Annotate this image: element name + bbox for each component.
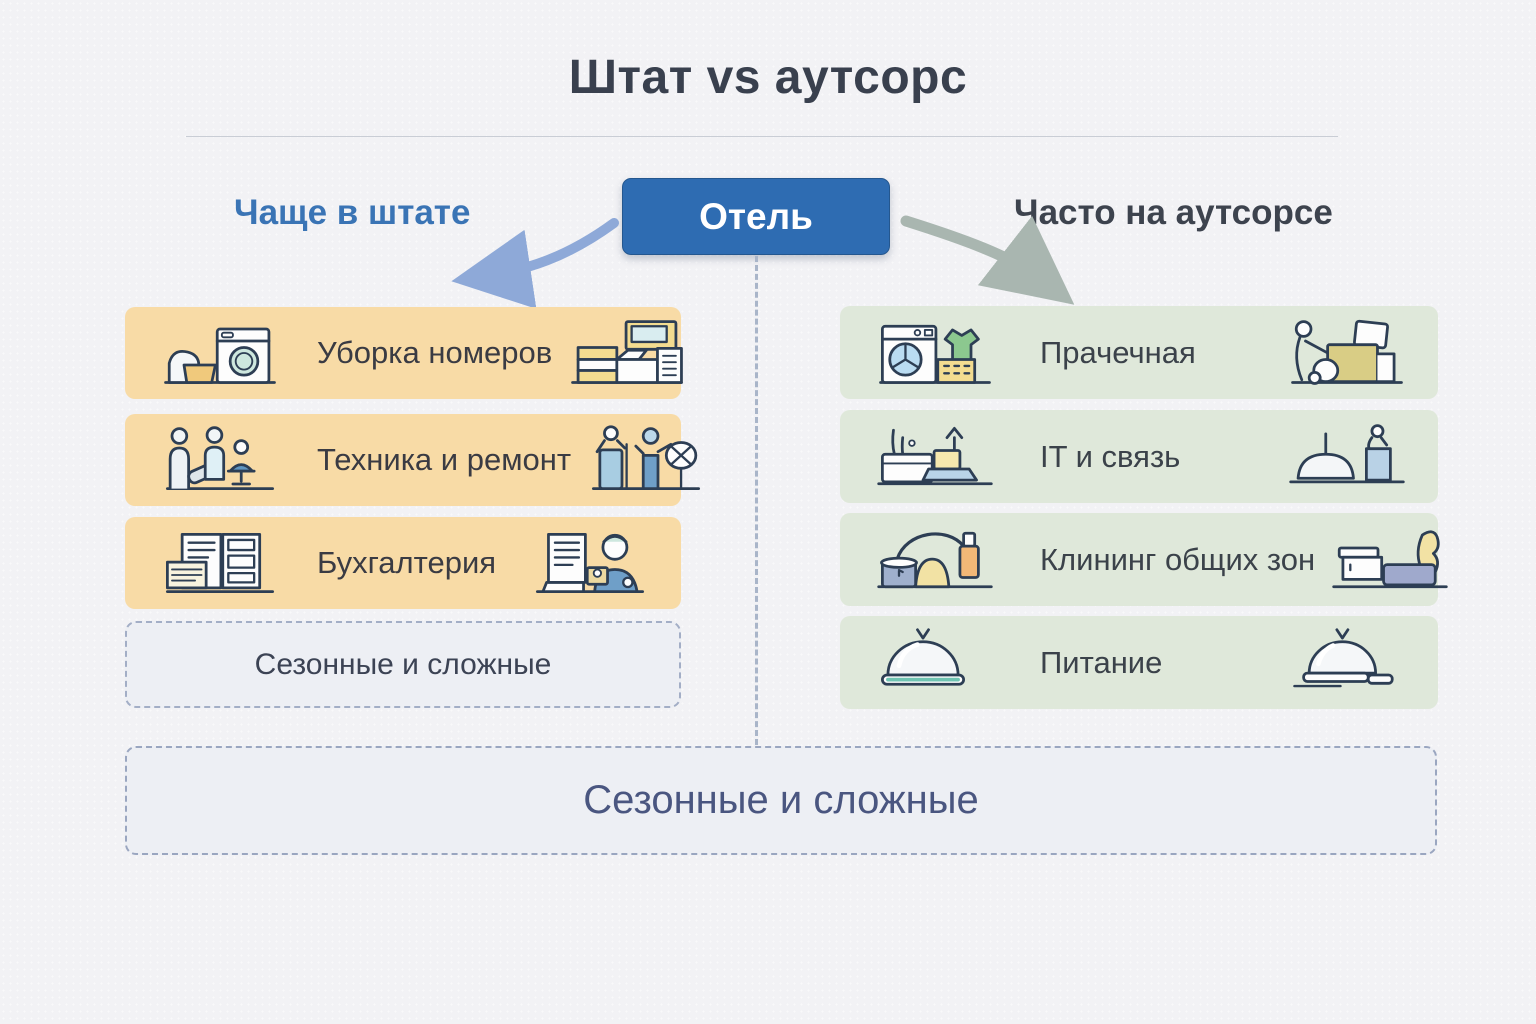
- hotel-dashed-connector: [755, 256, 758, 745]
- seasonal-note-bottom: Сезонные и сложные: [125, 746, 1437, 855]
- washing-machine-icon: [149, 317, 291, 389]
- laundry-cart-icon: [1272, 317, 1414, 389]
- staff-item-room-cleaning: Уборка номеров: [125, 307, 684, 399]
- food-cloche-icon: [864, 627, 1006, 699]
- staff-item-label: Бухгалтерия: [317, 545, 497, 580]
- right-column-heading: Часто на аутсорсе: [1014, 193, 1333, 232]
- cleaning-supplies-icon: [864, 524, 1006, 596]
- housekeeping-cart-icon: [552, 317, 694, 389]
- outsource-item-it: IT и связь: [840, 410, 1438, 503]
- outsource-item-label: IT и связь: [1040, 438, 1181, 474]
- staff-item-label: Уборка номеров: [317, 335, 553, 370]
- title-divider: [186, 136, 1338, 137]
- accountant-icon: [515, 527, 657, 599]
- food-cloche-icon: [1272, 627, 1414, 699]
- seasonal-note-bottom-label: Сезонные и сложные: [583, 778, 979, 822]
- outsource-item-catering: Питание: [840, 616, 1438, 709]
- outsource-item-label: Клининг общих зон: [1040, 541, 1316, 577]
- left-curved-arrow: [451, 218, 619, 309]
- outsource-item-label: Питание: [1040, 644, 1163, 680]
- it-devices-icon: [864, 421, 1006, 493]
- outsource-item-laundry: Прачечная: [840, 306, 1438, 399]
- staff-item-accounting: Бухгалтерия: [125, 517, 681, 609]
- floor-machine-icon: [1315, 524, 1457, 596]
- hotel-node: Отель: [622, 178, 890, 255]
- staff-item-label: Техника и ремонт: [317, 442, 572, 477]
- seasonal-note-left-label: Сезонные и сложные: [254, 647, 552, 681]
- cleaning-staff-icon: [571, 424, 713, 496]
- laundry-machine-icon: [864, 317, 1006, 389]
- staff-item-maintenance: Техника и ремонт: [125, 414, 701, 506]
- hotel-node-label: Отель: [699, 195, 813, 237]
- ledger-documents-icon: [149, 527, 291, 599]
- outsource-item-common-cleaning: Клининг общих зон: [840, 513, 1448, 606]
- page-title: Штат vs аутсорс: [568, 51, 968, 104]
- left-column-heading: Чаще в штате: [234, 193, 471, 232]
- router-person-icon: [1272, 421, 1414, 493]
- outsource-item-label: Прачечная: [1040, 334, 1196, 370]
- maintenance-staff-icon: [149, 424, 291, 496]
- seasonal-note-left: Сезонные и сложные: [125, 621, 681, 708]
